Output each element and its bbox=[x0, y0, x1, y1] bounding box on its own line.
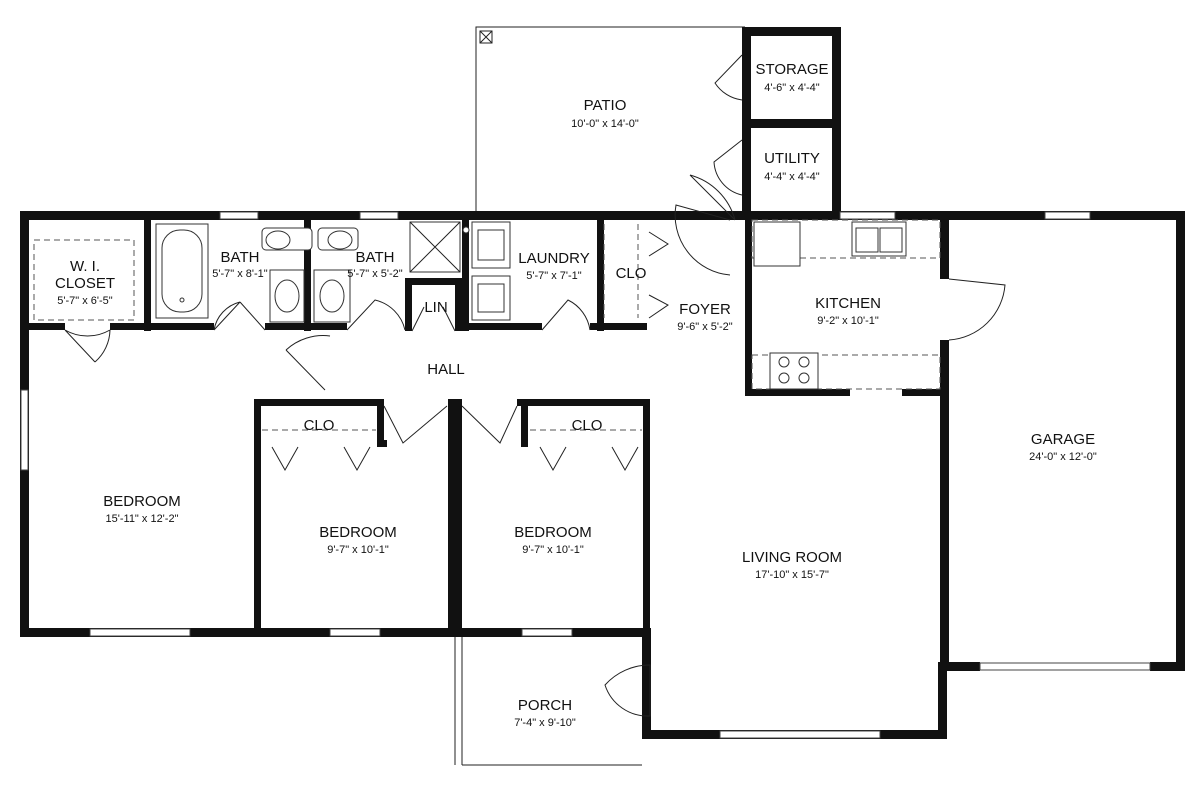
laundry-label: LAUNDRY bbox=[518, 250, 589, 267]
master-bedroom-label: BEDROOM bbox=[103, 493, 181, 510]
doors bbox=[64, 54, 1006, 717]
storage-label: STORAGE bbox=[755, 61, 828, 78]
porch-label: PORCH bbox=[518, 697, 572, 714]
master-bedroom-dim: 15'-11" x 12'-2" bbox=[106, 513, 179, 525]
bedroom-3-dim: 9'-7" x 10'-1" bbox=[522, 544, 584, 556]
living-room-label: LIVING ROOM bbox=[742, 549, 842, 566]
bath1-label: BATH bbox=[221, 249, 260, 266]
clo-a-label: CLO bbox=[304, 417, 335, 434]
lin-label: LIN bbox=[424, 299, 447, 316]
garage-label: GARAGE bbox=[1031, 431, 1095, 448]
foyer-clo-label: CLO bbox=[616, 265, 647, 282]
fixtures bbox=[33, 219, 941, 766]
room-labels: PATIO 10'-0" x 14'-0" STORAGE 4'-6" x 4'… bbox=[55, 61, 1097, 729]
clo-b-label: CLO bbox=[572, 417, 603, 434]
exterior-walls bbox=[20, 27, 1185, 739]
kitchen-dim: 9'-2" x 10'-1" bbox=[817, 315, 879, 327]
patio-dim: 10'-0" x 14'-0" bbox=[571, 118, 639, 130]
utility-label: UTILITY bbox=[764, 150, 820, 167]
living-room-dim: 17'-10" x 15'-7" bbox=[755, 569, 829, 581]
wic-label-2: CLOSET bbox=[55, 275, 115, 292]
interior-walls bbox=[20, 211, 949, 671]
storage-dim: 4'-6" x 4'-4" bbox=[764, 82, 820, 94]
windows bbox=[20, 211, 1151, 739]
kitchen-label: KITCHEN bbox=[815, 295, 881, 312]
wic-dim: 5'-7" x 6'-5" bbox=[57, 295, 113, 307]
bedroom-2-dim: 9'-7" x 10'-1" bbox=[327, 544, 389, 556]
bath2-dim: 5'-7" x 5'-2" bbox=[347, 268, 403, 280]
patio-outline bbox=[475, 26, 745, 215]
laundry-dim: 5'-7" x 7'-1" bbox=[526, 270, 582, 282]
bath1-dim: 5'-7" x 8'-1" bbox=[212, 268, 268, 280]
patio-label: PATIO bbox=[584, 97, 627, 114]
utility-dim: 4'-4" x 4'-4" bbox=[764, 171, 820, 183]
foyer-dim: 9'-6" x 5'-2" bbox=[677, 321, 733, 333]
wic-label-1: W. I. bbox=[70, 258, 100, 275]
bedroom-2-label: BEDROOM bbox=[319, 524, 397, 541]
porch-dim: 7'-4" x 9'-10" bbox=[514, 717, 576, 729]
hall-label: HALL bbox=[427, 361, 465, 378]
garage-dim: 24'-0" x 12'-0" bbox=[1029, 451, 1097, 463]
foyer-label: FOYER bbox=[679, 301, 731, 318]
bath2-label: BATH bbox=[356, 249, 395, 266]
bedroom-3-label: BEDROOM bbox=[514, 524, 592, 541]
